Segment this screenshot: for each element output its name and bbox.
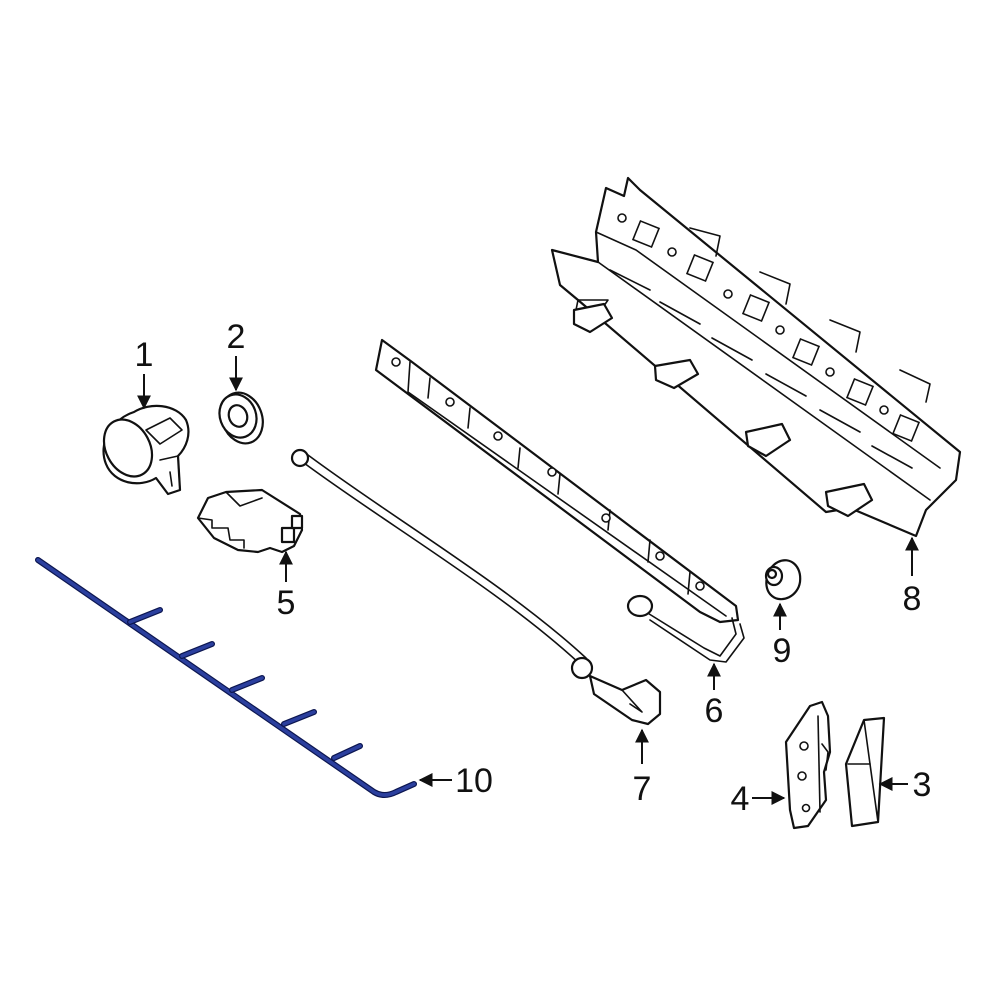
part-9-clip[interactable] — [764, 559, 802, 601]
part-2-grommet[interactable] — [214, 387, 270, 450]
part-5-module[interactable] — [196, 488, 304, 554]
callout-3: 3 — [913, 766, 932, 804]
part-6-retainer-strip[interactable] — [374, 338, 745, 663]
callout-labels: 1 2 3 4 5 6 7 8 9 10 — [135, 318, 932, 818]
callout-10: 10 — [455, 762, 493, 800]
callout-5: 5 — [277, 584, 296, 622]
part-4-mounting-bracket[interactable] — [784, 700, 832, 830]
leader-arrows — [137, 356, 919, 805]
callout-4: 4 — [731, 780, 750, 818]
callout-6: 6 — [705, 692, 724, 730]
part-7-harness[interactable] — [290, 448, 662, 726]
part-1-parking-sensor[interactable] — [94, 404, 190, 496]
part-10-wiring-harness-highlighted[interactable] — [35, 557, 417, 798]
callout-9: 9 — [773, 632, 792, 670]
callout-2: 2 — [227, 318, 246, 356]
callout-8: 8 — [903, 580, 922, 618]
callout-1: 1 — [135, 336, 154, 374]
callout-7: 7 — [633, 770, 652, 808]
part-8-bumper-bracket[interactable] — [550, 176, 962, 538]
part-3-adhesive-pad[interactable] — [844, 716, 886, 828]
